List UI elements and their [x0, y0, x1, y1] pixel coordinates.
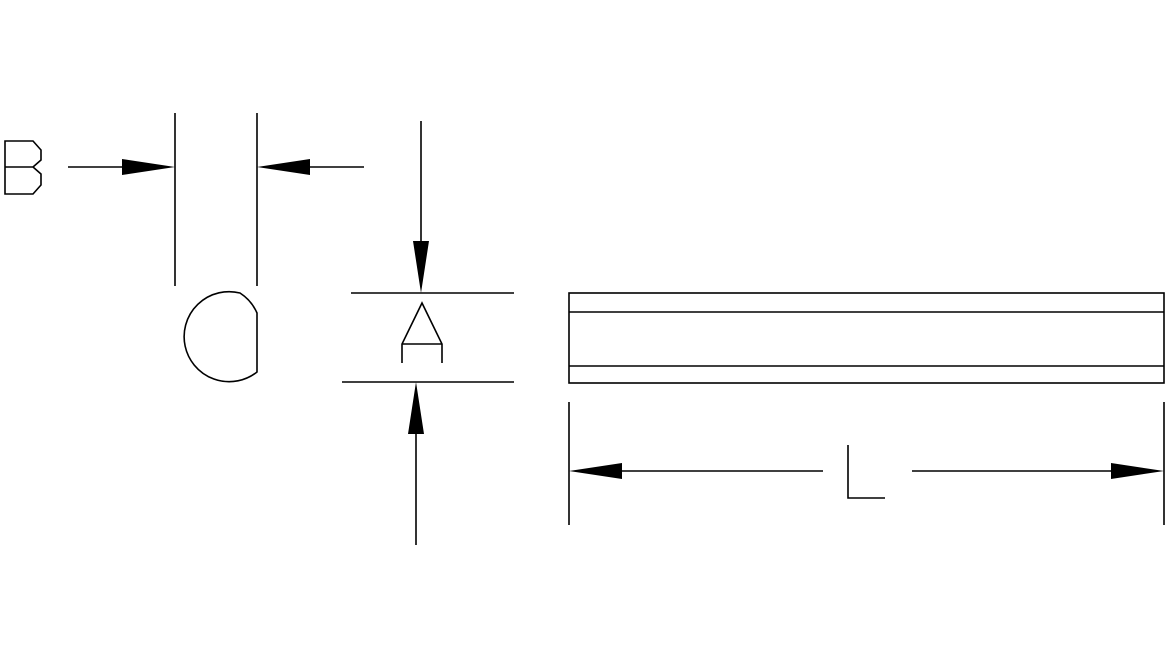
d-profile-outline	[183, 290, 258, 383]
dimension-label-a: A	[401, 301, 443, 363]
a-arrowhead-top	[413, 241, 429, 293]
label-b-text: B	[20, 169, 22, 171]
side-view	[568, 292, 1165, 384]
b-arrowhead-left	[122, 159, 175, 175]
dimension-l: L	[568, 402, 1165, 525]
a-arrowhead-bottom	[408, 382, 424, 434]
dimension-label-b: B	[4, 140, 42, 195]
dimension-a: A	[342, 121, 514, 545]
l-arrowhead-right	[1111, 463, 1164, 479]
b-arrowhead-right	[257, 159, 310, 175]
bar-outline	[568, 292, 1165, 384]
dimension-label-l: L	[847, 445, 885, 499]
label-l-text: L	[860, 474, 862, 476]
end-view	[183, 290, 258, 383]
l-arrowhead-left	[569, 463, 622, 479]
label-a-text: A	[418, 338, 420, 341]
dimension-b: B	[4, 113, 364, 286]
